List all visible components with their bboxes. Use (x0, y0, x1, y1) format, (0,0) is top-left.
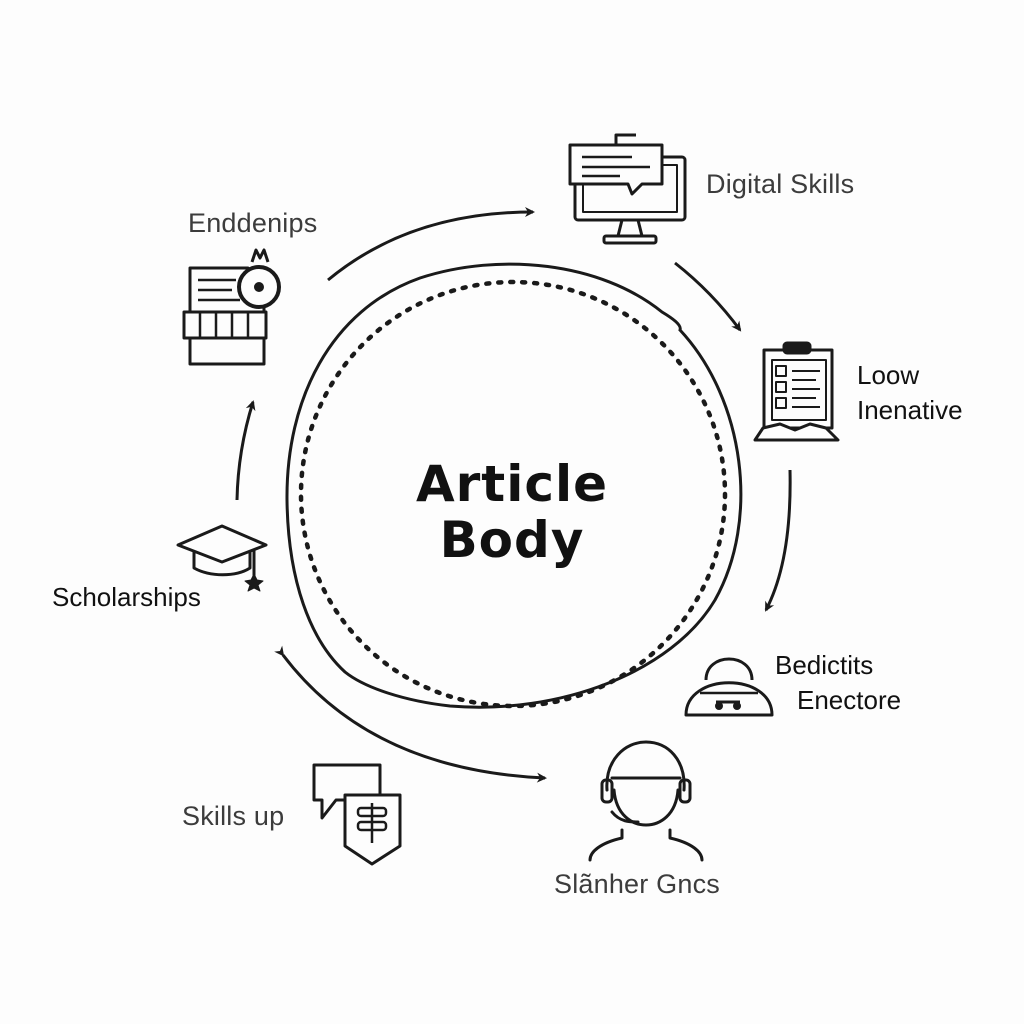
connector-arrows (235, 207, 792, 783)
node-label-slanher-gncs: Slãnher Gncs (554, 869, 720, 899)
node-label-benefits-line2: Enectore (797, 685, 902, 716)
outer-ring (285, 262, 743, 709)
center-title-line2: Body (439, 511, 585, 569)
arrow-enddenips-to-digital (327, 207, 535, 282)
document-holder-icon (753, 341, 840, 442)
node-label-low-initiative: Loow Inenative (857, 358, 963, 428)
node-label-low-initiative-line2: Inenative (857, 395, 963, 426)
center-title-line1: Article (415, 455, 609, 513)
node-label-scholarships: Scholarships (52, 582, 201, 612)
arrow-scholarships-to-enddenips (235, 400, 256, 501)
node-label-digital-skills: Digital Skills (706, 169, 855, 199)
inner-dotted-ring (298, 279, 728, 709)
arrow-digital-to-low (674, 261, 742, 332)
certificate-medal-icon (182, 248, 281, 366)
node-label-benefits-line1: Bedictits (775, 650, 874, 680)
arrow-low-to-benefits (764, 469, 792, 612)
center-title: Article Body (352, 456, 672, 568)
headset-person-icon (588, 740, 704, 862)
node-label-enddenips: Enddenips (188, 208, 318, 238)
computer-chat-icon (568, 133, 687, 245)
dome-device-icon (684, 657, 774, 717)
node-label-benefits: Bedictits Enectore (775, 648, 901, 718)
node-label-low-initiative-line1: Loow (857, 360, 920, 390)
center-ring (285, 262, 743, 709)
speech-shield-icon (312, 763, 402, 866)
graduation-cap-icon (176, 524, 268, 592)
node-label-skills-up: Skills up (182, 801, 285, 831)
arrow-skills-to-slanher (274, 645, 547, 783)
